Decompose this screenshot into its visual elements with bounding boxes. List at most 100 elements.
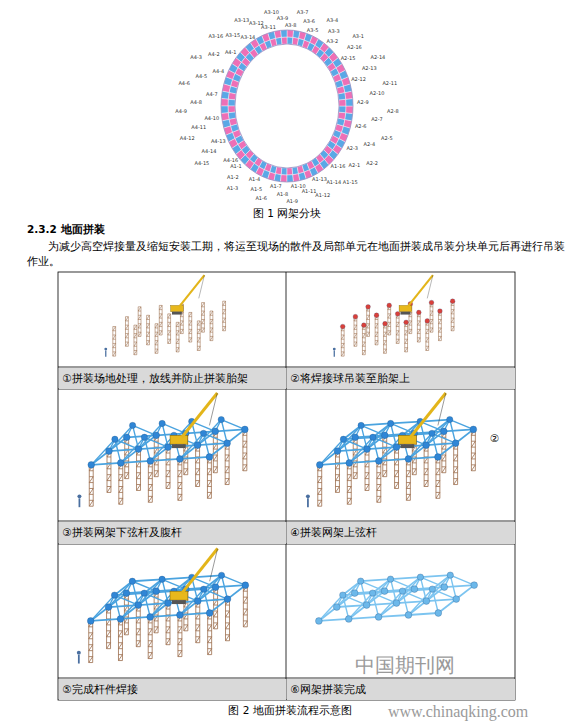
support-tower: [107, 607, 111, 649]
table-rule: [286, 272, 287, 700]
tower-brace: [197, 346, 200, 350]
welded-ball: [165, 600, 172, 607]
tower-brace: [124, 629, 128, 635]
tower-brace: [148, 629, 152, 635]
tower-brace: [223, 301, 226, 305]
web-member: [91, 595, 115, 621]
web-member: [109, 425, 133, 451]
tower-brace: [347, 487, 351, 493]
tower-brace: [207, 492, 211, 498]
top-chord: [132, 579, 162, 581]
worker-body: [78, 655, 80, 664]
tower-brace: [451, 327, 454, 331]
bottom-chord: [180, 613, 210, 615]
welded-ball: [447, 416, 453, 422]
crane-cable: [438, 393, 446, 425]
tower-brace: [125, 342, 128, 346]
tower-brace: [243, 453, 247, 459]
tower-brace: [243, 465, 247, 471]
support-tower: [166, 603, 170, 645]
top-chord: [162, 577, 192, 579]
tower-brace: [196, 481, 200, 487]
block-label: A3-1: [352, 33, 364, 39]
support-tower: [365, 449, 369, 490]
tower-brace: [125, 473, 129, 479]
tower-brace: [318, 500, 322, 506]
block-label: A3-6: [303, 18, 315, 24]
block-label: A4-4: [213, 68, 225, 74]
block-label: A3-3: [328, 28, 340, 34]
figure-caption: 图 1 网架分块: [253, 207, 321, 220]
bottom-chord: [320, 463, 350, 465]
tower-brace: [125, 334, 128, 338]
support-tower: [148, 461, 152, 502]
tower-brace: [362, 334, 365, 338]
bottom-chord: [216, 585, 246, 587]
tower-brace: [138, 315, 141, 319]
tower-brace: [147, 324, 150, 328]
support-tower: [362, 325, 365, 355]
block-label: A2-4: [364, 141, 376, 147]
tower-brace: [210, 328, 213, 332]
tower-brace: [147, 315, 150, 319]
welded-ball: [87, 618, 94, 625]
block-label: A1-9: [286, 198, 298, 204]
ring-segment: [275, 167, 281, 175]
support-tower: [207, 457, 211, 498]
bottom-chord: [444, 429, 474, 431]
bottom-chord: [426, 599, 456, 601]
ring-segment: [281, 37, 287, 44]
web-member: [450, 575, 456, 599]
bottom-chord: [444, 585, 474, 587]
tower-brace: [243, 597, 247, 603]
block-label: A4-14: [202, 148, 217, 154]
welded-ball: [177, 456, 184, 463]
welded-ball: [147, 614, 154, 621]
caption-cell: ②将焊接球吊装至胎架上: [287, 368, 515, 389]
welded-ball: [423, 442, 430, 449]
tower-brace: [202, 311, 205, 315]
step-caption: ⑥网架拼装完成: [291, 683, 366, 696]
tower-brace: [439, 336, 442, 340]
ring-segment: [287, 168, 293, 175]
welded-ball: [224, 440, 231, 447]
tower-brace: [375, 324, 378, 328]
support-tower: [134, 325, 137, 355]
bottom-chord: [120, 617, 150, 619]
tower-brace: [354, 325, 357, 329]
figure-caption: 图 2 地面拼装流程示意图: [228, 703, 351, 717]
assembly-scene: [77, 549, 249, 664]
tower-brace: [154, 627, 158, 633]
tower-brace: [412, 469, 416, 475]
welded-ball: [333, 604, 340, 611]
tower-brace: [213, 467, 217, 473]
tower-brace: [134, 342, 137, 346]
web-member: [320, 439, 344, 465]
tower-brace: [178, 483, 182, 489]
tower-brace: [367, 324, 370, 328]
ring-segment: [228, 106, 235, 113]
worker-body: [334, 350, 335, 356]
welded-ball: [450, 299, 455, 304]
step-caption: ②将焊接球吊装至胎架上: [291, 372, 410, 385]
welded-ball: [453, 596, 460, 603]
caption-cell: ③拼装网架下弦杆及腹杆: [59, 522, 286, 544]
tower-brace: [208, 637, 212, 643]
welded-ball: [316, 461, 323, 468]
web-member: [222, 575, 228, 599]
tower-brace: [405, 331, 408, 335]
tower-brace: [178, 627, 182, 633]
support-tower: [395, 447, 399, 488]
welded-ball: [345, 616, 352, 623]
tower-brace: [210, 336, 213, 340]
block-label: A4-5: [196, 73, 208, 79]
block-label: A1-15: [343, 179, 358, 185]
tower-brace: [107, 475, 111, 481]
tower-brace: [148, 653, 152, 659]
tower-brace: [471, 441, 475, 447]
tower-brace: [430, 319, 433, 323]
web-member: [349, 437, 373, 463]
web-member: [319, 595, 343, 621]
crane-boom: [408, 275, 433, 307]
tower-brace: [202, 328, 205, 332]
